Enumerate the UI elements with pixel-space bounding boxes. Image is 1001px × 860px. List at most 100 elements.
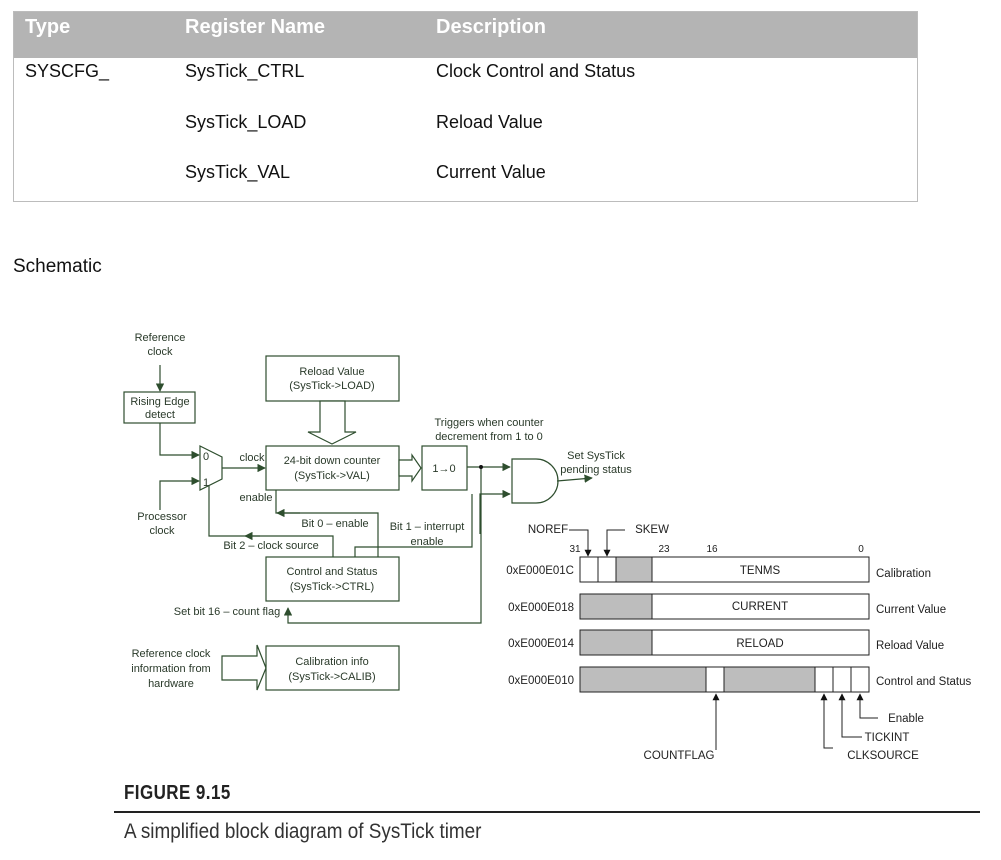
calib-box-line2: (SysTick->CALIB)	[288, 671, 375, 683]
ref-info-label: Reference clock	[132, 648, 211, 660]
counter-box-line1: 24-bit down counter	[284, 455, 381, 467]
pending-status-wire	[556, 474, 593, 483]
bit16-label: Set bit 16 – count flag	[174, 606, 280, 618]
processor-clock-label: clock	[149, 525, 175, 537]
reload-box-line1: Reload Value	[299, 366, 364, 378]
bit-tick: 23	[658, 544, 670, 555]
calibration-box	[265, 645, 400, 691]
ctrl-box-line1: Control and Status	[286, 566, 378, 578]
edge-box-label: 1→0	[432, 463, 455, 475]
header-register-name: Register Name	[185, 16, 326, 38]
reload-box-line2: (SysTick->LOAD)	[289, 380, 374, 392]
register-address: 0xE000E010	[508, 675, 574, 687]
enable-pointer	[856, 693, 878, 719]
ctrl-box	[265, 556, 400, 602]
register-table: Type Register Name Description SYSCFG_ S…	[13, 11, 918, 202]
clksource-bit	[814, 666, 834, 693]
mux-input-0-wire	[159, 423, 200, 460]
counter-out-arrow-icon	[398, 453, 422, 483]
pending-note: Set SysTick	[567, 450, 625, 462]
counter-box-line2: (SysTick->VAL)	[294, 470, 369, 482]
skew-bit	[597, 556, 617, 583]
ref-info-label: hardware	[148, 678, 194, 690]
clock-source-wire	[208, 486, 334, 557]
bit-tick: 31	[569, 544, 581, 555]
enable-label: enable	[239, 492, 272, 504]
and-input-b-wire	[479, 489, 511, 534]
count-flag-wire	[283, 467, 482, 624]
tickint-bit	[832, 666, 852, 693]
clksource-label: CLKSOURCE	[847, 750, 919, 762]
bit1-label: enable	[410, 536, 443, 548]
noref-pointer	[569, 529, 592, 557]
figure-caption: A simplified block diagram of SysTick ti…	[124, 820, 482, 843]
figure-title: FIGURE 9.15	[124, 782, 231, 804]
ref-info-arrow-icon	[221, 644, 267, 691]
systick-block-diagram: Reference clock Rising Edge detect Proce…	[123, 332, 972, 762]
figure-divider	[114, 811, 980, 813]
enable-wire	[275, 490, 379, 557]
rising-edge-label: detect	[145, 409, 175, 421]
register-name: Current Value	[876, 604, 946, 616]
skew-label: SKEW	[635, 524, 669, 536]
register-field: CURRENT	[732, 601, 788, 613]
processor-clock-label: Processor	[137, 511, 187, 523]
cell-type: SYSCFG_	[25, 61, 110, 81]
ref-clock-label: Reference	[135, 332, 186, 344]
reserved-bits	[579, 629, 653, 656]
counter-box	[265, 445, 400, 491]
edge-detect-box	[421, 445, 468, 491]
cell-register-name: SysTick_VAL	[185, 162, 291, 182]
register-name: Control and Status	[876, 676, 972, 688]
register-field: RELOAD	[736, 638, 783, 650]
clock-mux	[199, 445, 223, 491]
bit-tick: 16	[706, 544, 718, 555]
countflag-bit	[705, 666, 725, 693]
enable-bit	[850, 666, 870, 693]
pending-note: pending status	[560, 464, 632, 476]
mux-input-1-label: 1	[203, 477, 209, 489]
table-header-row: Type Register Name Description	[14, 12, 917, 58]
rising-edge-label: Rising Edge	[130, 396, 189, 408]
interrupt-enable-wire	[354, 494, 473, 557]
mux-input-0-label: 0	[203, 451, 209, 463]
section-label: Schematic	[13, 256, 102, 277]
junction-dot	[479, 465, 483, 469]
noref-label: NOREF	[528, 524, 568, 536]
reload-value-box	[265, 355, 400, 402]
cell-description: Reload Value	[436, 112, 543, 132]
register-name: Reload Value	[876, 640, 944, 652]
mux-input-1-wire	[159, 476, 200, 510]
cell-description: Current Value	[436, 162, 546, 182]
register-address: 0xE000E01C	[506, 565, 574, 577]
bit1-label: Bit 1 – interrupt	[390, 521, 465, 533]
cell-register-name: SysTick_CTRL	[185, 61, 305, 81]
cell-register-name: SysTick_LOAD	[185, 112, 307, 132]
clksource-pointer	[820, 693, 833, 749]
ctrl-box-line2: (SysTick->CTRL)	[290, 581, 374, 593]
register-address: 0xE000E018	[508, 602, 574, 614]
clock-label: clock	[239, 452, 265, 464]
register-name: Calibration	[876, 568, 931, 580]
ref-info-label: information from	[131, 663, 210, 675]
bit2-label: Bit 2 – clock source	[223, 540, 318, 552]
register-address: 0xE000E014	[508, 638, 574, 650]
header-type: Type	[25, 16, 71, 38]
tickint-pointer	[838, 693, 862, 738]
reload-arrow-icon	[307, 400, 357, 445]
cell-description: Clock Control and Status	[436, 61, 636, 81]
triggers-note: decrement from 1 to 0	[435, 431, 543, 443]
ref-clock-label: clock	[147, 346, 173, 358]
enable-label: Enable	[888, 713, 924, 725]
bit0-label: Bit 0 – enable	[301, 518, 368, 530]
and-gate	[511, 458, 559, 504]
triggers-note: Triggers when counter	[434, 417, 543, 429]
skew-pointer	[603, 529, 625, 557]
reserved-bits	[615, 556, 653, 583]
register-field: TENMS	[740, 565, 781, 577]
header-description: Description	[436, 16, 547, 38]
tickint-label: TICKINT	[865, 732, 910, 744]
calib-box-line1: Calibration info	[295, 656, 368, 668]
bit-tick: 0	[858, 544, 864, 555]
reserved-bits	[579, 593, 653, 620]
